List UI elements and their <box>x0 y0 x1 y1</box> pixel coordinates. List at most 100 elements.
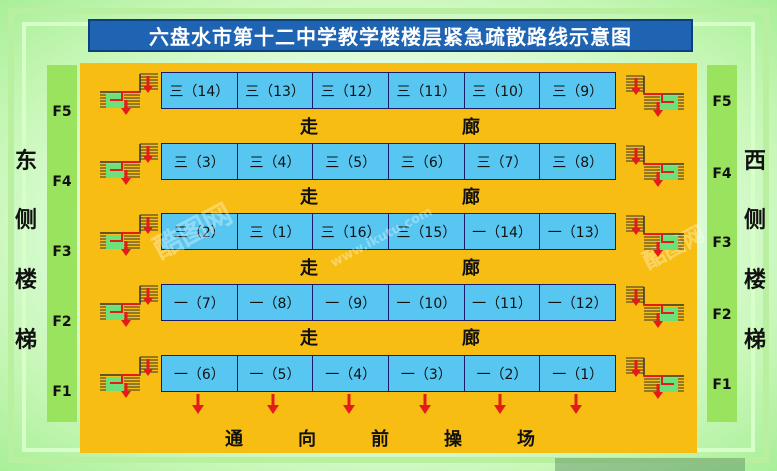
right-side-char: 楼 <box>743 268 766 293</box>
stair-outline <box>643 146 684 165</box>
left-side-char: 楼 <box>14 268 37 293</box>
floor-f1-rooms: 一（6） 一（5） 一（4） 一（3） 一（2） 一（1） <box>161 355 616 392</box>
floor-label-right-f1: F1 <box>712 377 732 393</box>
stair-outline <box>643 287 684 306</box>
stairwell-icon <box>626 286 684 328</box>
classroom: 三（10） <box>464 73 541 108</box>
down-arrow-head <box>121 108 131 115</box>
classroom: 一（2） <box>464 356 541 391</box>
down-arrow-head <box>653 180 663 187</box>
stair-outline <box>100 215 141 234</box>
floor-label-left-f2: F2 <box>52 314 72 330</box>
route-line <box>644 375 674 385</box>
stairwell-icon <box>100 214 158 256</box>
down-arrow-head <box>631 228 641 235</box>
classroom: 一（4） <box>313 356 390 391</box>
stairwell-icon <box>100 73 158 115</box>
down-arrow-head <box>143 227 153 234</box>
left-side-char: 东 <box>14 149 37 174</box>
stair-outline <box>100 286 141 305</box>
classroom: 三（16） <box>313 214 390 249</box>
down-arrow-head <box>631 370 641 377</box>
corridor-f2: 走 廊 <box>300 324 480 350</box>
route-line <box>644 93 674 103</box>
classroom: 三（15） <box>389 214 465 249</box>
stair-outline <box>643 76 684 95</box>
classroom: 三（11） <box>389 73 465 108</box>
exit-arrow-head <box>570 405 582 414</box>
floor-f4-rooms: 三（3） 三（4） 三（5） 三（6） 三（7） 三（8） <box>161 143 616 180</box>
corridor-char: 走 <box>300 328 318 349</box>
down-arrow-head <box>631 88 641 95</box>
corridor-char: 廊 <box>462 328 480 349</box>
right-side-char: 梯 <box>743 328 766 353</box>
corridor-char: 走 <box>300 117 318 138</box>
right-stair-column <box>707 65 737 422</box>
route-line <box>110 374 140 384</box>
route-line <box>110 232 140 242</box>
footer-strip <box>555 458 745 471</box>
classroom: 三（4） <box>237 144 314 179</box>
classroom: 三（6） <box>389 144 465 179</box>
corridor-char: 廊 <box>462 258 480 279</box>
classroom: 三（13） <box>237 73 314 108</box>
corridor-char: 廊 <box>462 187 480 208</box>
outer-frame <box>8 8 769 463</box>
map-title: 六盘水市第十二中学教学楼楼层紧急疏散路线示意图 <box>149 25 632 49</box>
route-line <box>644 233 674 243</box>
classroom: 一（1） <box>540 356 616 391</box>
floor-label-left-f3: F3 <box>52 244 72 260</box>
corridor-char: 走 <box>300 187 318 208</box>
route-line <box>644 163 674 173</box>
down-arrow-head <box>121 391 131 398</box>
stair-outline <box>643 358 684 377</box>
exit-arrow-head <box>343 405 355 414</box>
exit-char: 操 <box>444 429 462 450</box>
classroom: 一（10） <box>389 285 465 320</box>
classroom: 一（5） <box>237 356 314 391</box>
exit-char: 通 <box>225 429 243 450</box>
classroom: 一（3） <box>389 356 465 391</box>
down-arrow-head <box>143 86 153 93</box>
route-line <box>110 91 140 101</box>
left-side-char: 侧 <box>14 208 37 233</box>
classroom: 三（8） <box>540 144 616 179</box>
corridor-f4: 走 廊 <box>300 183 480 209</box>
exit-to-playground-label: 通 向 前 操 场 <box>225 425 535 451</box>
classroom: 一（12） <box>540 285 616 320</box>
floor-label-right-f2: F2 <box>712 307 732 323</box>
corridor-f3: 走 廊 <box>300 254 480 280</box>
classroom: 三（3） <box>162 144 238 179</box>
stairwell-icon <box>626 215 684 257</box>
floor-f5-rooms: 三（14） 三（13） 三（12） 三（11） 三（10） 三（9） <box>161 72 616 109</box>
stairwell-icon <box>626 357 684 399</box>
right-side-char: 侧 <box>743 208 766 233</box>
down-arrow-head <box>121 320 131 327</box>
classroom: 三（9） <box>540 73 616 108</box>
classroom: 三（1） <box>237 214 314 249</box>
left-side-char: 梯 <box>14 328 37 353</box>
floor-label-right-f4: F4 <box>712 166 732 182</box>
floor-label-left-f1: F1 <box>52 384 72 400</box>
stairwell-icon <box>626 75 684 117</box>
stairwell-icon <box>100 356 158 398</box>
corridor-f5: 走 廊 <box>300 113 480 139</box>
stair-outline <box>643 216 684 235</box>
exit-char: 场 <box>517 429 535 450</box>
floor-f2-rooms: 一（7） 一（8） 一（9） 一（10） 一（11） 一（12） <box>161 284 616 321</box>
exit-char: 前 <box>371 429 389 450</box>
exit-arrow-head <box>494 405 506 414</box>
left-stair-column <box>47 65 77 422</box>
exit-arrow-head <box>192 405 204 414</box>
down-arrow-head <box>653 321 663 328</box>
classroom: 一（7） <box>162 285 238 320</box>
down-arrow-head <box>631 158 641 165</box>
classroom: 三（14） <box>162 73 238 108</box>
stairwell-icon <box>626 145 684 187</box>
down-arrow-head <box>653 110 663 117</box>
classroom: 一（11） <box>464 285 541 320</box>
route-line <box>110 161 140 171</box>
stair-outline <box>100 74 141 93</box>
